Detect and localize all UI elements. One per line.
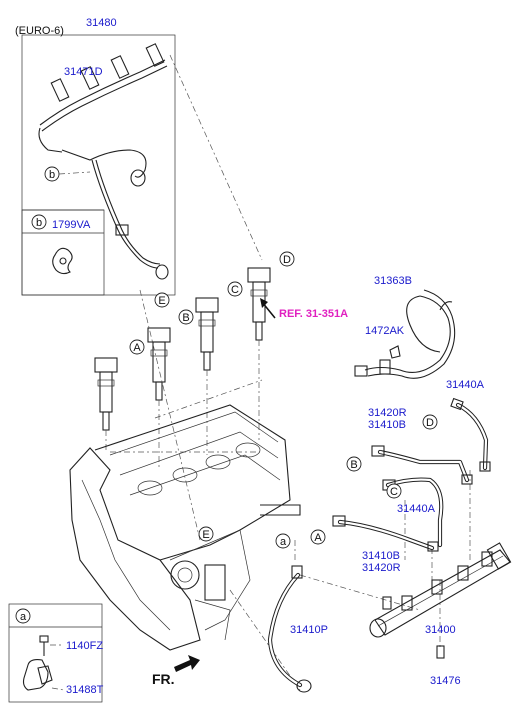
pipe-31420R-top — [371, 445, 473, 485]
svg-text:a: a — [280, 536, 287, 548]
bracket-assembly — [22, 635, 53, 691]
part-31363B[interactable]: 31363B — [374, 275, 412, 287]
part-31488T[interactable]: 31488T — [66, 684, 104, 696]
pipe-31410P — [267, 565, 312, 693]
common-rail-31400 — [369, 542, 512, 659]
part-31420R-bot[interactable]: 31420R — [362, 562, 401, 574]
injector-A — [94, 357, 118, 431]
pipe-31440A-top — [450, 397, 491, 472]
svg-text:A: A — [133, 342, 141, 354]
part-31440A-mid[interactable]: 31440A — [397, 503, 436, 515]
svg-text:B: B — [350, 459, 357, 471]
part-31420R-top[interactable]: 31420R — [368, 407, 407, 419]
svg-text:B: B — [182, 312, 189, 324]
svg-text:C: C — [390, 486, 398, 498]
part-1472AK[interactable]: 1472AK — [365, 325, 405, 337]
callout-C1: C — [227, 281, 243, 297]
part-31471D[interactable]: 31471D — [64, 66, 103, 78]
bracket-inset-frame — [8, 603, 103, 703]
variant-label: (EURO-6) — [15, 25, 64, 37]
part-1799VA[interactable]: 1799VA — [52, 219, 91, 231]
callout-b-inset: b — [31, 214, 47, 230]
injector-C — [195, 297, 219, 371]
part-31476[interactable]: 31476 — [430, 675, 461, 687]
ref-arrow-head — [260, 298, 268, 308]
svg-text:A: A — [314, 532, 322, 544]
callout-B1: B — [178, 309, 194, 325]
callout-A2: A — [310, 529, 326, 545]
callout-a-main: a — [275, 533, 291, 549]
part-31410B-bot[interactable]: 31410B — [362, 550, 400, 562]
callout-E2: E — [198, 526, 214, 542]
callout-D2: D — [422, 414, 438, 430]
part-31440A-top[interactable]: 31440A — [446, 379, 485, 391]
callout-b-main: b — [44, 166, 60, 182]
svg-text:E: E — [202, 529, 209, 541]
front-label: FR. — [152, 671, 175, 687]
part-31410P[interactable]: 31410P — [290, 624, 328, 636]
svg-text:b: b — [36, 217, 42, 229]
svg-text:C: C — [231, 284, 239, 296]
callout-D1: D — [279, 251, 295, 267]
svg-text:D: D — [426, 417, 434, 429]
front-arrow-icon — [174, 655, 200, 672]
injector-D — [247, 267, 271, 341]
svg-text:D: D — [283, 254, 291, 266]
callout-B2: B — [346, 456, 362, 472]
leader-31488T — [51, 687, 65, 691]
part-31480[interactable]: 31480 — [86, 17, 117, 29]
callout-A1: A — [129, 339, 145, 355]
clip-inset-frame — [21, 209, 105, 296]
svg-text:E: E — [158, 295, 165, 307]
svg-text:a: a — [20, 611, 27, 623]
bolt-31476 — [436, 645, 445, 659]
callout-a-inset: a — [15, 608, 31, 624]
callout-C2: C — [386, 483, 402, 499]
injector-B — [147, 327, 171, 401]
part-31410B-top[interactable]: 31410B — [368, 419, 406, 431]
part-1140FZ[interactable]: 1140FZ — [66, 640, 103, 652]
part-31400[interactable]: 31400 — [425, 624, 456, 636]
reference-link[interactable]: REF. 31-351A — [279, 308, 348, 320]
callout-E1: E — [154, 292, 170, 308]
clip-1799VA — [52, 247, 73, 275]
return-hose-31471D — [38, 43, 169, 280]
leader-b — [58, 171, 91, 175]
pipe-31410B-bot — [332, 515, 439, 552]
svg-text:b: b — [49, 169, 55, 181]
engine-block — [69, 404, 301, 651]
return-hose-31363B — [354, 289, 456, 379]
